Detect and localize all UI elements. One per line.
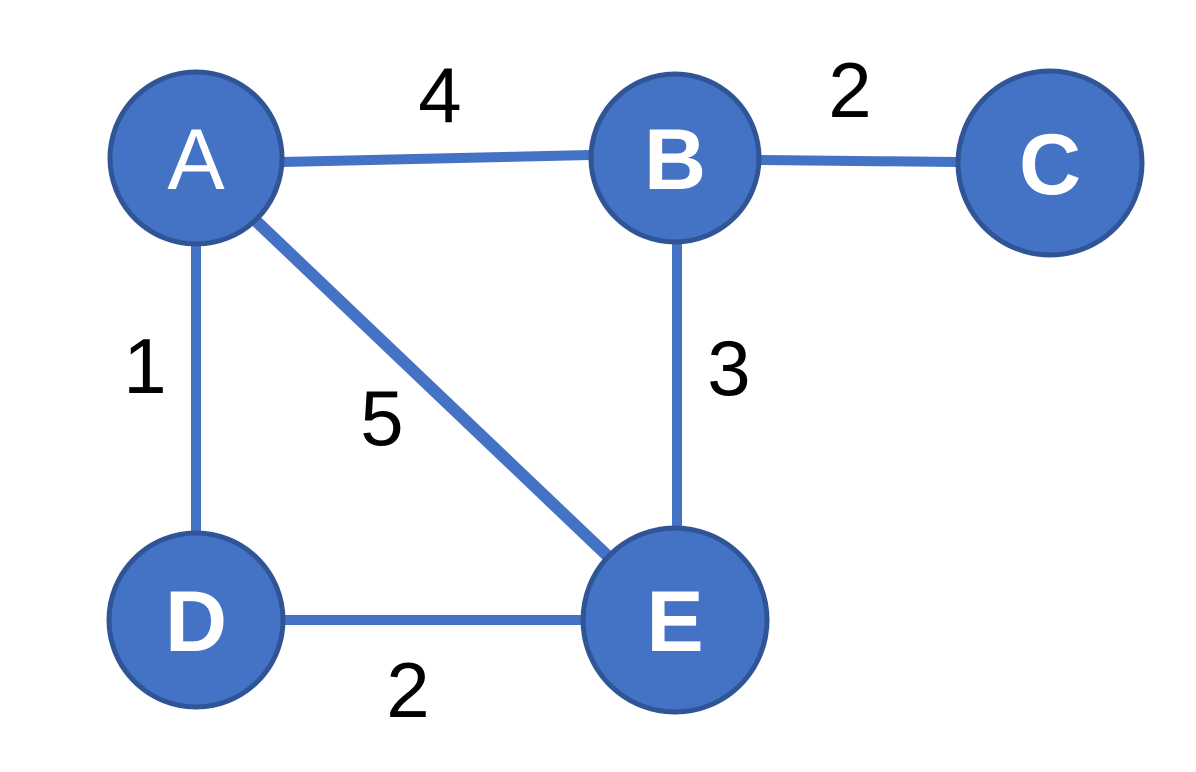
graph-node-c: C xyxy=(955,68,1145,258)
graph-edge-b-c xyxy=(758,155,959,167)
graph-node-b: B xyxy=(588,71,762,245)
edge-weight-label-b-e: 3 xyxy=(707,324,750,412)
graph-node-e: E xyxy=(580,525,770,715)
edge-weight-label-a-d: 1 xyxy=(123,322,166,410)
graph-edge-a-b xyxy=(281,150,592,167)
edge-weight-label-a-b: 4 xyxy=(418,51,461,139)
edges-layer xyxy=(191,150,959,625)
node-label-e: E xyxy=(646,574,703,670)
graph-node-a: A xyxy=(107,69,285,247)
node-circle-a xyxy=(107,69,285,247)
graph-node-d: D xyxy=(106,530,286,710)
node-circle-e xyxy=(580,525,770,715)
node-circle-b xyxy=(588,71,762,245)
node-label-a: A xyxy=(167,112,225,208)
node-circle-c xyxy=(955,68,1145,258)
edge-weight-label-b-c: 2 xyxy=(828,46,871,134)
edge-weight-label-d-e: 2 xyxy=(386,646,429,734)
graph-edge-a-e xyxy=(250,215,619,567)
node-label-b: B xyxy=(644,112,706,208)
node-circle-d xyxy=(106,530,286,710)
node-label-c: C xyxy=(1019,117,1081,213)
node-label-d: D xyxy=(165,574,227,670)
edge-weight-labels-layer: 4 2 1 5 3 2 xyxy=(123,46,871,734)
edge-weight-label-a-e: 5 xyxy=(360,374,403,462)
nodes-layer: A B C D E xyxy=(106,68,1145,715)
